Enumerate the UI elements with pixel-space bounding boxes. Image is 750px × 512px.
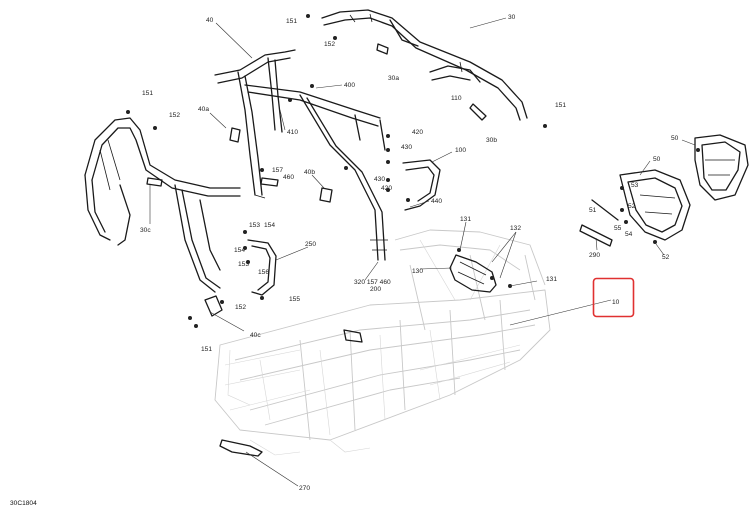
brace-250 [247,239,277,296]
callout-131: 131 [546,276,557,283]
callout-130: 130 [412,268,423,275]
callout-100: 100 [455,147,466,154]
callout-151: 151 [555,102,566,109]
callout-40: 40 [206,17,214,24]
figure-code: 30C1804 [10,500,37,507]
callout-132: 132 [510,225,521,232]
callout-270: 270 [299,485,310,492]
callout-110: 110 [451,95,462,102]
callout-labels: 30 151 152 30a 40 400 110 151 30b 151 15… [10,14,679,507]
callout-157: 157 [272,167,283,174]
front-cage-40 [214,49,388,261]
grab-handle-100 [402,159,441,211]
callout-52: 52 [662,254,670,261]
callout-30: 30 [508,14,516,21]
callout-151: 151 [142,90,153,97]
callout-30b: 30b [486,137,497,144]
callout-460: 460 [283,174,294,181]
side-assembly-50-lower [619,169,691,241]
callout-10: 10 [612,299,620,306]
door-frame-30c [84,117,241,293]
callout-52: 52 [628,203,636,210]
callout-400: 400 [344,82,355,89]
side-assembly-50-upper [694,134,749,201]
callout-410: 410 [287,129,298,136]
highlight-box [592,277,635,318]
callout-131: 131 [460,216,471,223]
callout-30c: 30c [140,227,151,234]
callout-420: 420 [412,129,423,136]
callout-156: 156 [258,269,269,276]
callout-155: 155 [289,296,300,303]
frame-assembly-ghost [214,229,551,456]
small-parts [146,43,619,457]
callout-200: 200 [370,286,381,293]
callout-55: 55 [614,225,622,232]
callout-440: 440 [431,198,442,205]
callout-152: 152 [235,304,246,311]
callout-154: 154 [234,247,245,254]
callout-320-157-460: 320 157 460 [354,279,391,286]
callout-40a: 40a [198,106,209,113]
callout-51: 51 [589,207,597,214]
callout-50: 50 [671,135,679,142]
fasteners [126,14,700,328]
callout-152: 152 [169,112,180,119]
callout-40c: 40c [250,332,261,339]
callout-153: 153 [238,261,249,268]
callout-151: 151 [201,346,212,353]
callout-153: 153 [249,222,260,229]
callout-50: 50 [653,156,661,163]
callout-54: 54 [625,231,633,238]
crossbar-130 [449,254,497,293]
rear-cage-30 [321,9,528,121]
callout-430: 430 [374,176,385,183]
callout-53: 53 [631,182,639,189]
callout-430: 430 [401,144,412,151]
leader-lines [149,17,696,487]
callout-420: 420 [381,185,392,192]
callout-151: 151 [286,18,297,25]
callout-290: 290 [589,252,600,259]
callout-30a: 30a [388,75,399,82]
callout-154: 154 [264,222,275,229]
callout-250: 250 [305,241,316,248]
callout-40b: 40b [304,169,315,176]
callout-152: 152 [324,41,335,48]
